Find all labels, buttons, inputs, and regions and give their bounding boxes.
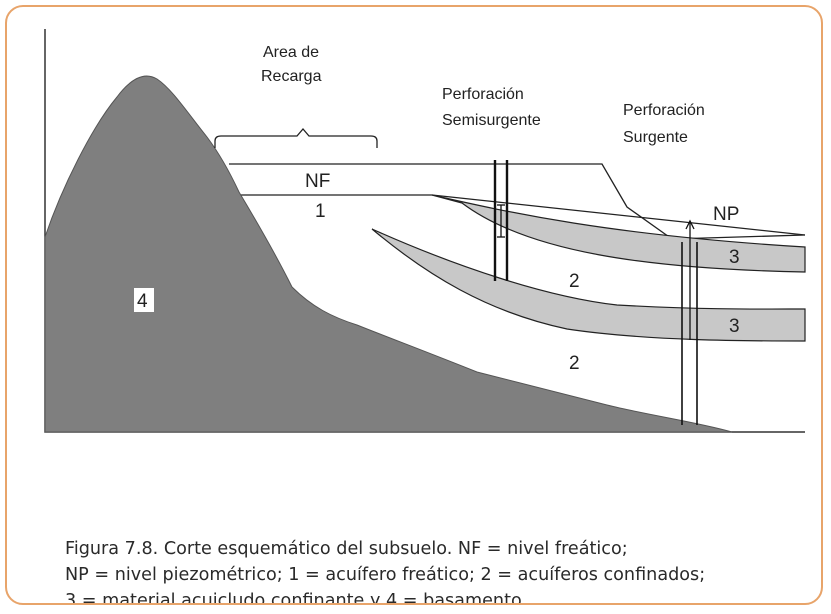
upper-aquiclude-layer — [431, 194, 806, 273]
zone-3-upper-label: 3 — [729, 247, 740, 268]
figure-frame: Area de Recarga Perforación Semisurgente… — [5, 5, 823, 605]
recharge-area-label-2: Recarga — [261, 68, 322, 85]
zone-4-label: 4 — [137, 291, 148, 312]
zone-1-label: 1 — [315, 201, 326, 222]
recharge-area-label-1: Area de — [263, 44, 319, 61]
flowing-well-label-2: Surgente — [623, 129, 688, 146]
nf-label: NF — [305, 171, 330, 192]
caption-line-2: NP = nivel piezométrico; 1 = acuífero fr… — [65, 565, 706, 585]
zone-4-label-box — [134, 288, 154, 312]
zone-2-upper-label: 2 — [569, 271, 580, 292]
water-table-top-line — [229, 163, 806, 240]
caption-line-3: 3 = material acuicludo confinante y 4 = … — [65, 591, 528, 605]
np-label: NP — [713, 204, 739, 225]
basement-rock — [44, 75, 733, 433]
zone-3-lower-label: 3 — [729, 316, 740, 337]
caption-line-1: Figura 7.8. Corte esquemático del subsue… — [65, 539, 628, 559]
zone-2-lower-label: 2 — [569, 353, 580, 374]
subsurface-cross-section: Area de Recarga Perforación Semisurgente… — [44, 29, 806, 433]
figure-caption: Figura 7.8. Corte esquemático del subsue… — [65, 536, 821, 605]
recharge-area-brace — [214, 128, 378, 148]
flowing-well-label-1: Perforación — [623, 102, 705, 119]
semi-well-label-2: Semisurgente — [442, 112, 541, 129]
semi-well-label-1: Perforación — [442, 86, 524, 103]
